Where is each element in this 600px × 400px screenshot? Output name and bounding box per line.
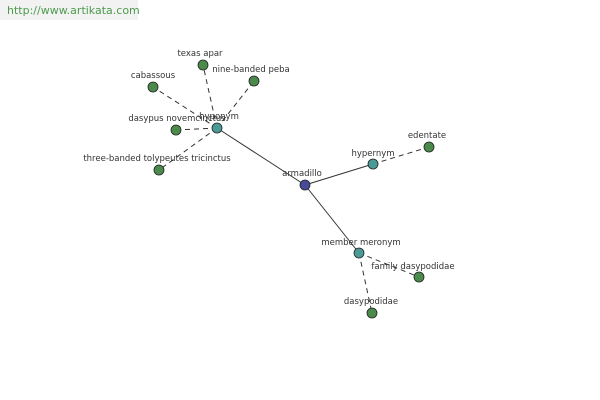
watermark-banner: http://www.artikata.com — [0, 0, 140, 20]
node-label-dasypus-novemcinctus[interactable]: dasypus novemcinctus — [128, 114, 226, 124]
node-family-dasypodidae[interactable] — [413, 271, 425, 283]
node-armadillo[interactable] — [299, 179, 311, 191]
edge-hyponym-nine_banded_peba — [216, 80, 255, 129]
node-label-family-dasypodidae[interactable]: family dasypodidae — [371, 262, 454, 272]
node-hypernym[interactable] — [367, 158, 379, 170]
edge-hypernym-edentate — [372, 146, 430, 165]
node-label-three-banded[interactable]: three-banded tolypeutes tricinctus — [83, 154, 231, 164]
node-label-cabassous[interactable]: cabassous — [131, 71, 176, 81]
edge-member_meronym-family_dasypodidae — [358, 252, 420, 278]
node-edentate[interactable] — [423, 141, 435, 153]
edge-hyponym-three_banded — [158, 127, 218, 171]
edge-hyponym-cabassous — [152, 86, 218, 129]
node-label-edentate[interactable]: edentate — [408, 131, 446, 141]
node-label-nine-banded-peba[interactable]: nine-banded peba — [212, 65, 289, 75]
edges-layer — [152, 64, 430, 314]
edge-armadillo-member_meronym — [304, 184, 360, 254]
node-nine-banded-peba[interactable] — [248, 75, 260, 87]
labels-layer: armadillo hyponym hypernym member meronym te… — [83, 49, 454, 307]
node-dasypus-novemcinctus[interactable] — [170, 124, 182, 136]
node-hyponym[interactable] — [211, 122, 223, 134]
nodes-layer — [147, 59, 435, 319]
node-label-member-meronym[interactable]: member meronym — [321, 238, 400, 248]
node-label-dasypodidae[interactable]: dasypodidae — [344, 297, 398, 307]
node-three-banded[interactable] — [153, 164, 165, 176]
edge-armadillo-hyponym — [216, 127, 306, 186]
watermark-text[interactable]: http://www.artikata.com — [7, 4, 140, 17]
node-label-hyponym[interactable]: hyponym — [199, 112, 239, 122]
node-texas-apar[interactable] — [197, 59, 209, 71]
edge-member_meronym-dasypodidae — [358, 252, 373, 314]
node-member-meronym[interactable] — [353, 247, 365, 259]
edge-hyponym-dasypus_novemcinctus — [175, 127, 218, 131]
node-dasypodidae[interactable] — [366, 307, 378, 319]
node-label-hypernym[interactable]: hypernym — [351, 149, 394, 159]
edge-hyponym-texas_apar — [202, 64, 218, 129]
node-cabassous[interactable] — [147, 81, 159, 93]
node-label-texas-apar[interactable]: texas apar — [177, 49, 223, 59]
edge-armadillo-hypernym — [304, 163, 374, 186]
node-label-armadillo[interactable]: armadillo — [282, 169, 322, 179]
